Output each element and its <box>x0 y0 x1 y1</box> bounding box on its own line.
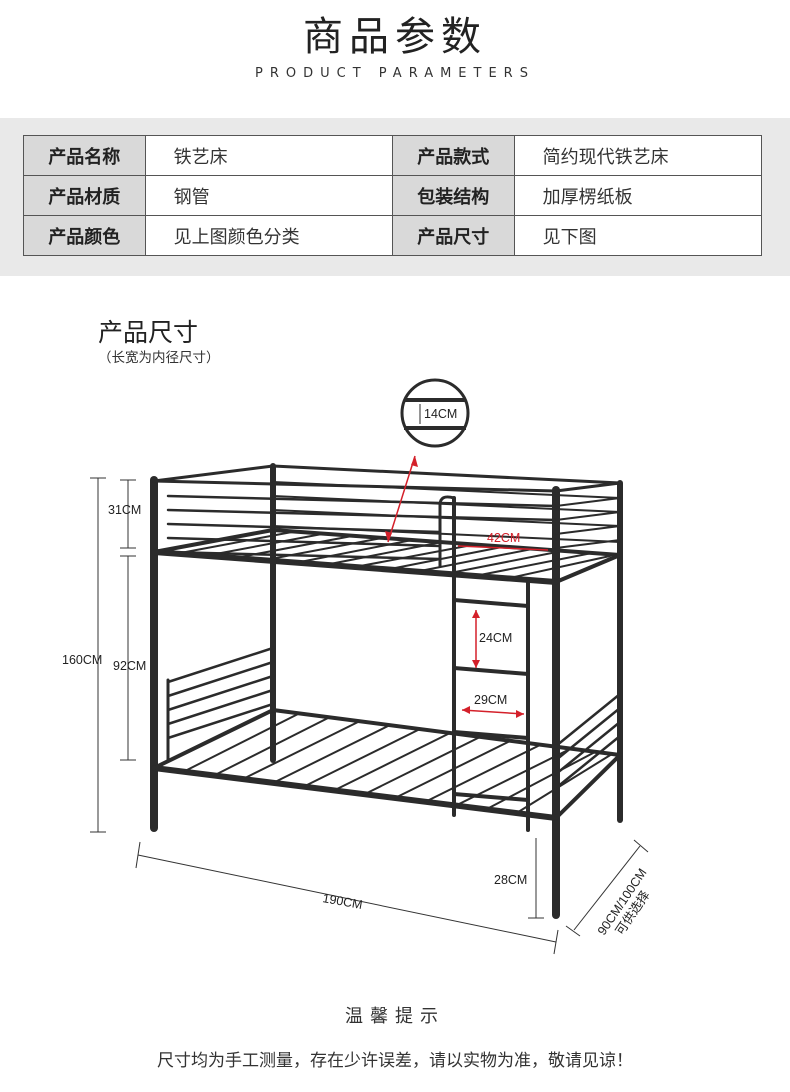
rail-detail-inset <box>400 378 470 448</box>
spec-key: 产品款式 <box>391 135 515 176</box>
spec-value: 见上图颜色分类 <box>144 215 393 256</box>
dim-rail-gap: 14CM <box>424 407 457 421</box>
page-subtitle: PRODUCT PARAMETERS <box>255 66 535 81</box>
bed-frame <box>150 463 623 919</box>
red-annotations <box>385 455 549 718</box>
spec-section: 产品名称 铁艺床 产品款式 简约现代铁艺床 产品材质 钢管 包装结构 加厚楞纸板… <box>0 118 790 276</box>
dim-floor-clearance: 28CM <box>494 873 527 887</box>
size-title: 产品尺寸 <box>98 318 199 347</box>
dim-total-height: 160CM <box>62 653 102 667</box>
spec-value: 加厚楞纸板 <box>513 175 763 216</box>
dim-guard-height: 31CM <box>108 503 141 517</box>
page-title: 商品参数 <box>303 14 487 60</box>
spec-key: 产品名称 <box>23 135 146 176</box>
bunk-bed-diagram: 14CM 42CM 24CM 29CM 31CM 160CM 92 <box>62 378 653 955</box>
spec-row: 产品颜色 见上图颜色分类 产品尺寸 见下图 <box>23 215 763 256</box>
spec-table: 产品名称 铁艺床 产品款式 简约现代铁艺床 产品材质 钢管 包装结构 加厚楞纸板… <box>23 135 763 256</box>
spec-value: 铁艺床 <box>144 135 393 176</box>
dim-ladder-width: 29CM <box>474 693 507 707</box>
spec-row: 产品名称 铁艺床 产品款式 简约现代铁艺床 <box>23 135 763 176</box>
spec-value: 简约现代铁艺床 <box>513 135 763 176</box>
size-note: （长宽为内径尺寸） <box>98 350 220 366</box>
spec-key: 包装结构 <box>391 175 515 216</box>
dimension-lines <box>90 477 649 955</box>
dim-ladder-opening: 42CM <box>487 531 520 545</box>
spec-value: 钢管 <box>144 175 393 216</box>
spec-row: 产品材质 钢管 包装结构 加厚楞纸板 <box>23 175 763 216</box>
tips-text: 尺寸均为手工测量，存在少许误差，请以实物为准，敬请见谅！ <box>157 1051 633 1071</box>
spec-key: 产品材质 <box>23 175 146 216</box>
tips-title: 温馨提示 <box>345 1006 445 1027</box>
spec-key: 产品尺寸 <box>391 215 515 256</box>
dim-length: 190CM <box>321 891 363 912</box>
spec-value: 见下图 <box>513 215 763 256</box>
dim-ladder-step: 24CM <box>479 631 512 645</box>
dim-bunk-gap: 92CM <box>113 659 146 673</box>
spec-key: 产品颜色 <box>23 215 146 256</box>
